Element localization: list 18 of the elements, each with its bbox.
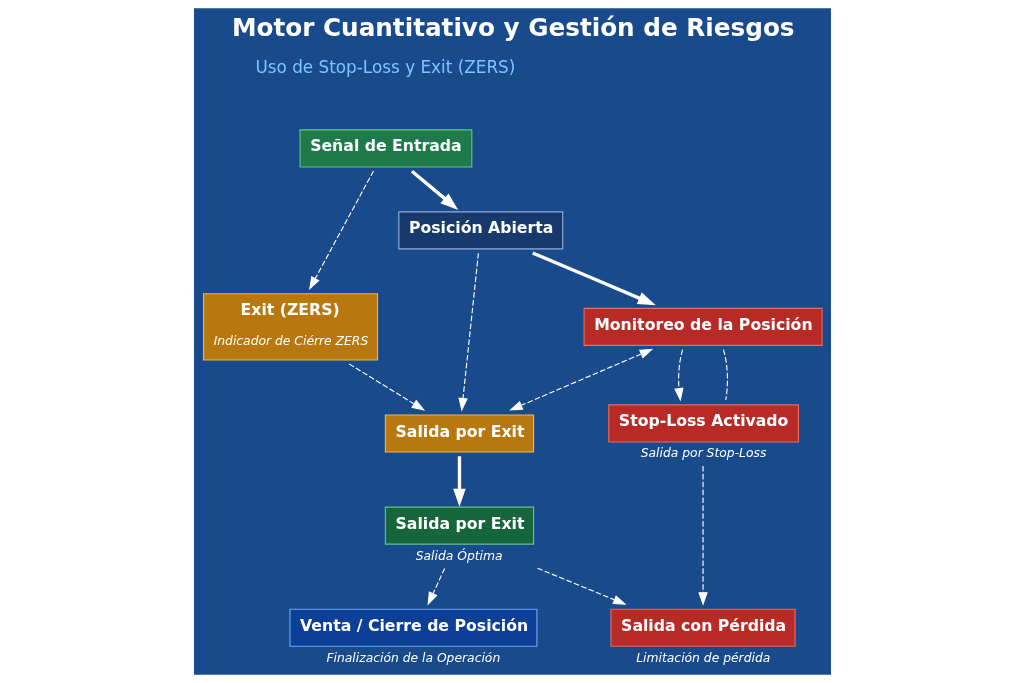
arrow <box>508 348 653 411</box>
arrow <box>457 252 479 412</box>
arrow <box>536 567 627 605</box>
arrow <box>308 170 374 291</box>
node-label: Limitación de pérdida <box>635 650 770 665</box>
node-label: Salida Óptima <box>415 548 503 563</box>
arrow <box>697 465 708 606</box>
diagram-title: Motor Cuantitativo y Gestión de Riesgos <box>231 12 795 42</box>
label: Uso de Stop-Loss y Exit (ZERS) <box>254 56 515 77</box>
arrow <box>427 567 445 606</box>
arrow <box>348 363 425 411</box>
connector <box>722 349 728 401</box>
arrow <box>452 456 466 507</box>
arrow <box>673 349 684 402</box>
arrow <box>410 169 458 210</box>
node-label: Finalización de la Operación <box>325 650 500 665</box>
arrow <box>531 251 656 306</box>
node-label: Salida por Stop-Loss <box>640 446 766 461</box>
